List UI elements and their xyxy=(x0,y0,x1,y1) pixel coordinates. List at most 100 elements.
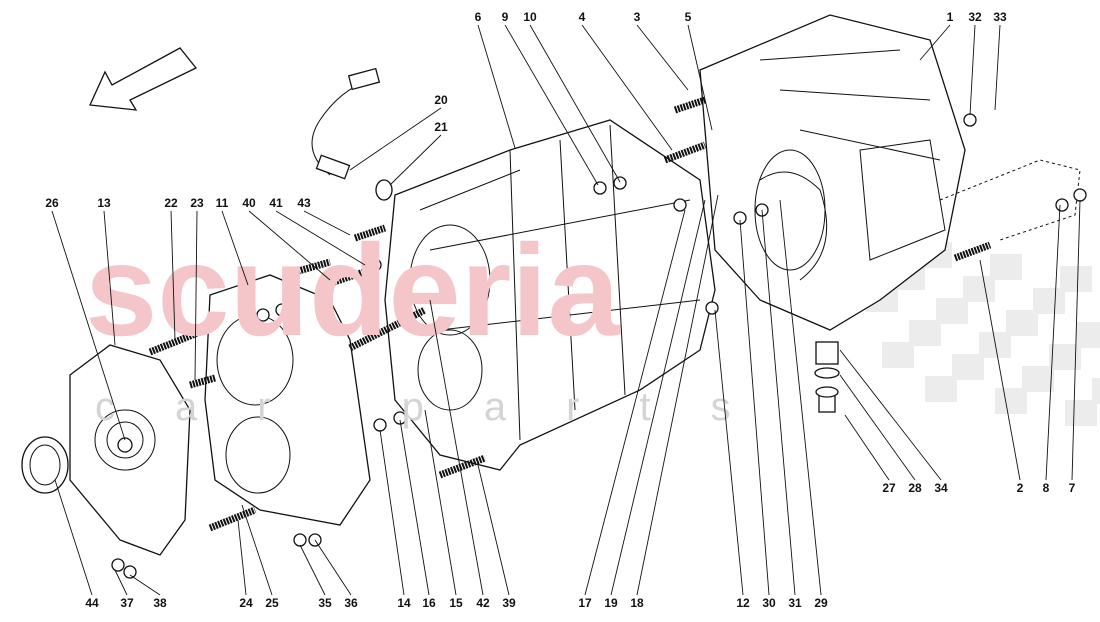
callout-32: 32 xyxy=(968,10,982,24)
flag-square xyxy=(1092,378,1100,404)
callout-17: 17 xyxy=(578,596,592,610)
flag-square xyxy=(995,388,1027,414)
leader-line-22 xyxy=(170,210,176,341)
leader-line-13 xyxy=(103,210,116,346)
leader-line-43 xyxy=(303,210,351,236)
leader-lines xyxy=(51,24,1081,596)
callout-26: 26 xyxy=(45,196,59,210)
flag-square xyxy=(1033,288,1065,314)
leader-line-5 xyxy=(687,24,713,131)
leader-line-27 xyxy=(844,414,890,481)
callout-7: 7 xyxy=(1069,481,1076,495)
leader-line-4 xyxy=(581,24,673,151)
leader-line-31 xyxy=(761,209,796,596)
stud xyxy=(208,506,257,532)
leader-line-19 xyxy=(610,199,706,596)
callout-5: 5 xyxy=(685,10,692,24)
leader-line-10 xyxy=(529,24,621,183)
nut-washer xyxy=(1055,198,1069,212)
callout-23: 23 xyxy=(190,196,204,210)
stud xyxy=(294,258,331,276)
leader-line-38 xyxy=(129,574,161,596)
callout-43: 43 xyxy=(297,196,311,210)
leader-line-28 xyxy=(839,374,916,481)
callout-19: 19 xyxy=(604,596,618,610)
nut-washer xyxy=(613,176,627,190)
leader-line-37 xyxy=(114,569,128,596)
flag-square xyxy=(1060,266,1092,292)
leader-line-35 xyxy=(299,544,326,596)
stud xyxy=(189,374,216,389)
stud xyxy=(673,96,707,114)
flag-square xyxy=(909,320,941,346)
callout-1: 1 xyxy=(947,10,954,24)
callout-37: 37 xyxy=(120,596,134,610)
stud xyxy=(953,241,992,262)
callout-44: 44 xyxy=(85,596,99,610)
callout-9: 9 xyxy=(502,10,509,24)
callout-16: 16 xyxy=(422,596,436,610)
callout-39: 39 xyxy=(502,596,516,610)
callout-3: 3 xyxy=(634,10,641,24)
callout-14: 14 xyxy=(397,596,411,610)
watermark-brand: scuderia xyxy=(85,217,621,363)
callout-36: 36 xyxy=(344,596,358,610)
flag-square xyxy=(1022,366,1054,392)
leader-line-7 xyxy=(1071,199,1081,481)
watermark: scuderia car parts xyxy=(85,217,731,429)
leader-line-11 xyxy=(221,210,249,286)
callout-8: 8 xyxy=(1043,481,1050,495)
leader-line-44 xyxy=(54,479,93,596)
callout-27: 27 xyxy=(882,481,896,495)
callout-41: 41 xyxy=(269,196,283,210)
stud xyxy=(353,224,387,242)
nut-washer xyxy=(256,308,270,322)
callout-4: 4 xyxy=(579,10,586,24)
nut-washer xyxy=(123,565,137,579)
stud xyxy=(438,454,487,479)
flag-square xyxy=(990,254,1022,280)
leader-line-2 xyxy=(979,259,1021,481)
leader-line-40 xyxy=(248,210,331,281)
callout-22: 22 xyxy=(164,196,178,210)
leader-line-33 xyxy=(994,24,1001,111)
flag-square xyxy=(1065,400,1097,426)
nut-washer xyxy=(963,113,977,127)
leader-line-14 xyxy=(379,429,405,596)
callout-12: 12 xyxy=(736,596,750,610)
callout-15: 15 xyxy=(449,596,463,610)
nut-washer xyxy=(275,303,289,317)
intermediate-case xyxy=(384,119,716,471)
stud xyxy=(323,266,372,289)
leader-line-6 xyxy=(477,24,516,149)
leader-line-15 xyxy=(424,409,457,596)
leader-line-21 xyxy=(389,134,442,186)
callout-42: 42 xyxy=(476,596,490,610)
leader-line-24 xyxy=(237,519,247,596)
callout-11: 11 xyxy=(216,196,229,210)
callout-2: 2 xyxy=(1017,481,1024,495)
callout-18: 18 xyxy=(630,596,644,610)
leader-line-42 xyxy=(429,299,484,596)
flag-square xyxy=(963,276,995,302)
leader-line-12 xyxy=(714,309,744,596)
callout-21: 21 xyxy=(434,120,448,134)
leader-line-25 xyxy=(241,504,273,596)
flag-square xyxy=(1076,322,1100,348)
callout-24: 24 xyxy=(239,596,253,610)
callout-34: 34 xyxy=(934,481,948,495)
gearbox-case xyxy=(699,14,966,331)
nut-washer xyxy=(593,181,607,195)
leader-line-8 xyxy=(1045,204,1061,481)
leader-line-16 xyxy=(399,419,430,596)
leader-line-17 xyxy=(584,209,686,596)
leader-line-32 xyxy=(969,24,976,116)
callout-35: 35 xyxy=(318,596,332,610)
leader-line-30 xyxy=(739,219,770,596)
callout-33: 33 xyxy=(993,10,1007,24)
direction-arrow-icon xyxy=(89,47,198,111)
callout-30: 30 xyxy=(762,596,776,610)
nut-washer xyxy=(393,411,407,425)
stud xyxy=(663,141,707,164)
